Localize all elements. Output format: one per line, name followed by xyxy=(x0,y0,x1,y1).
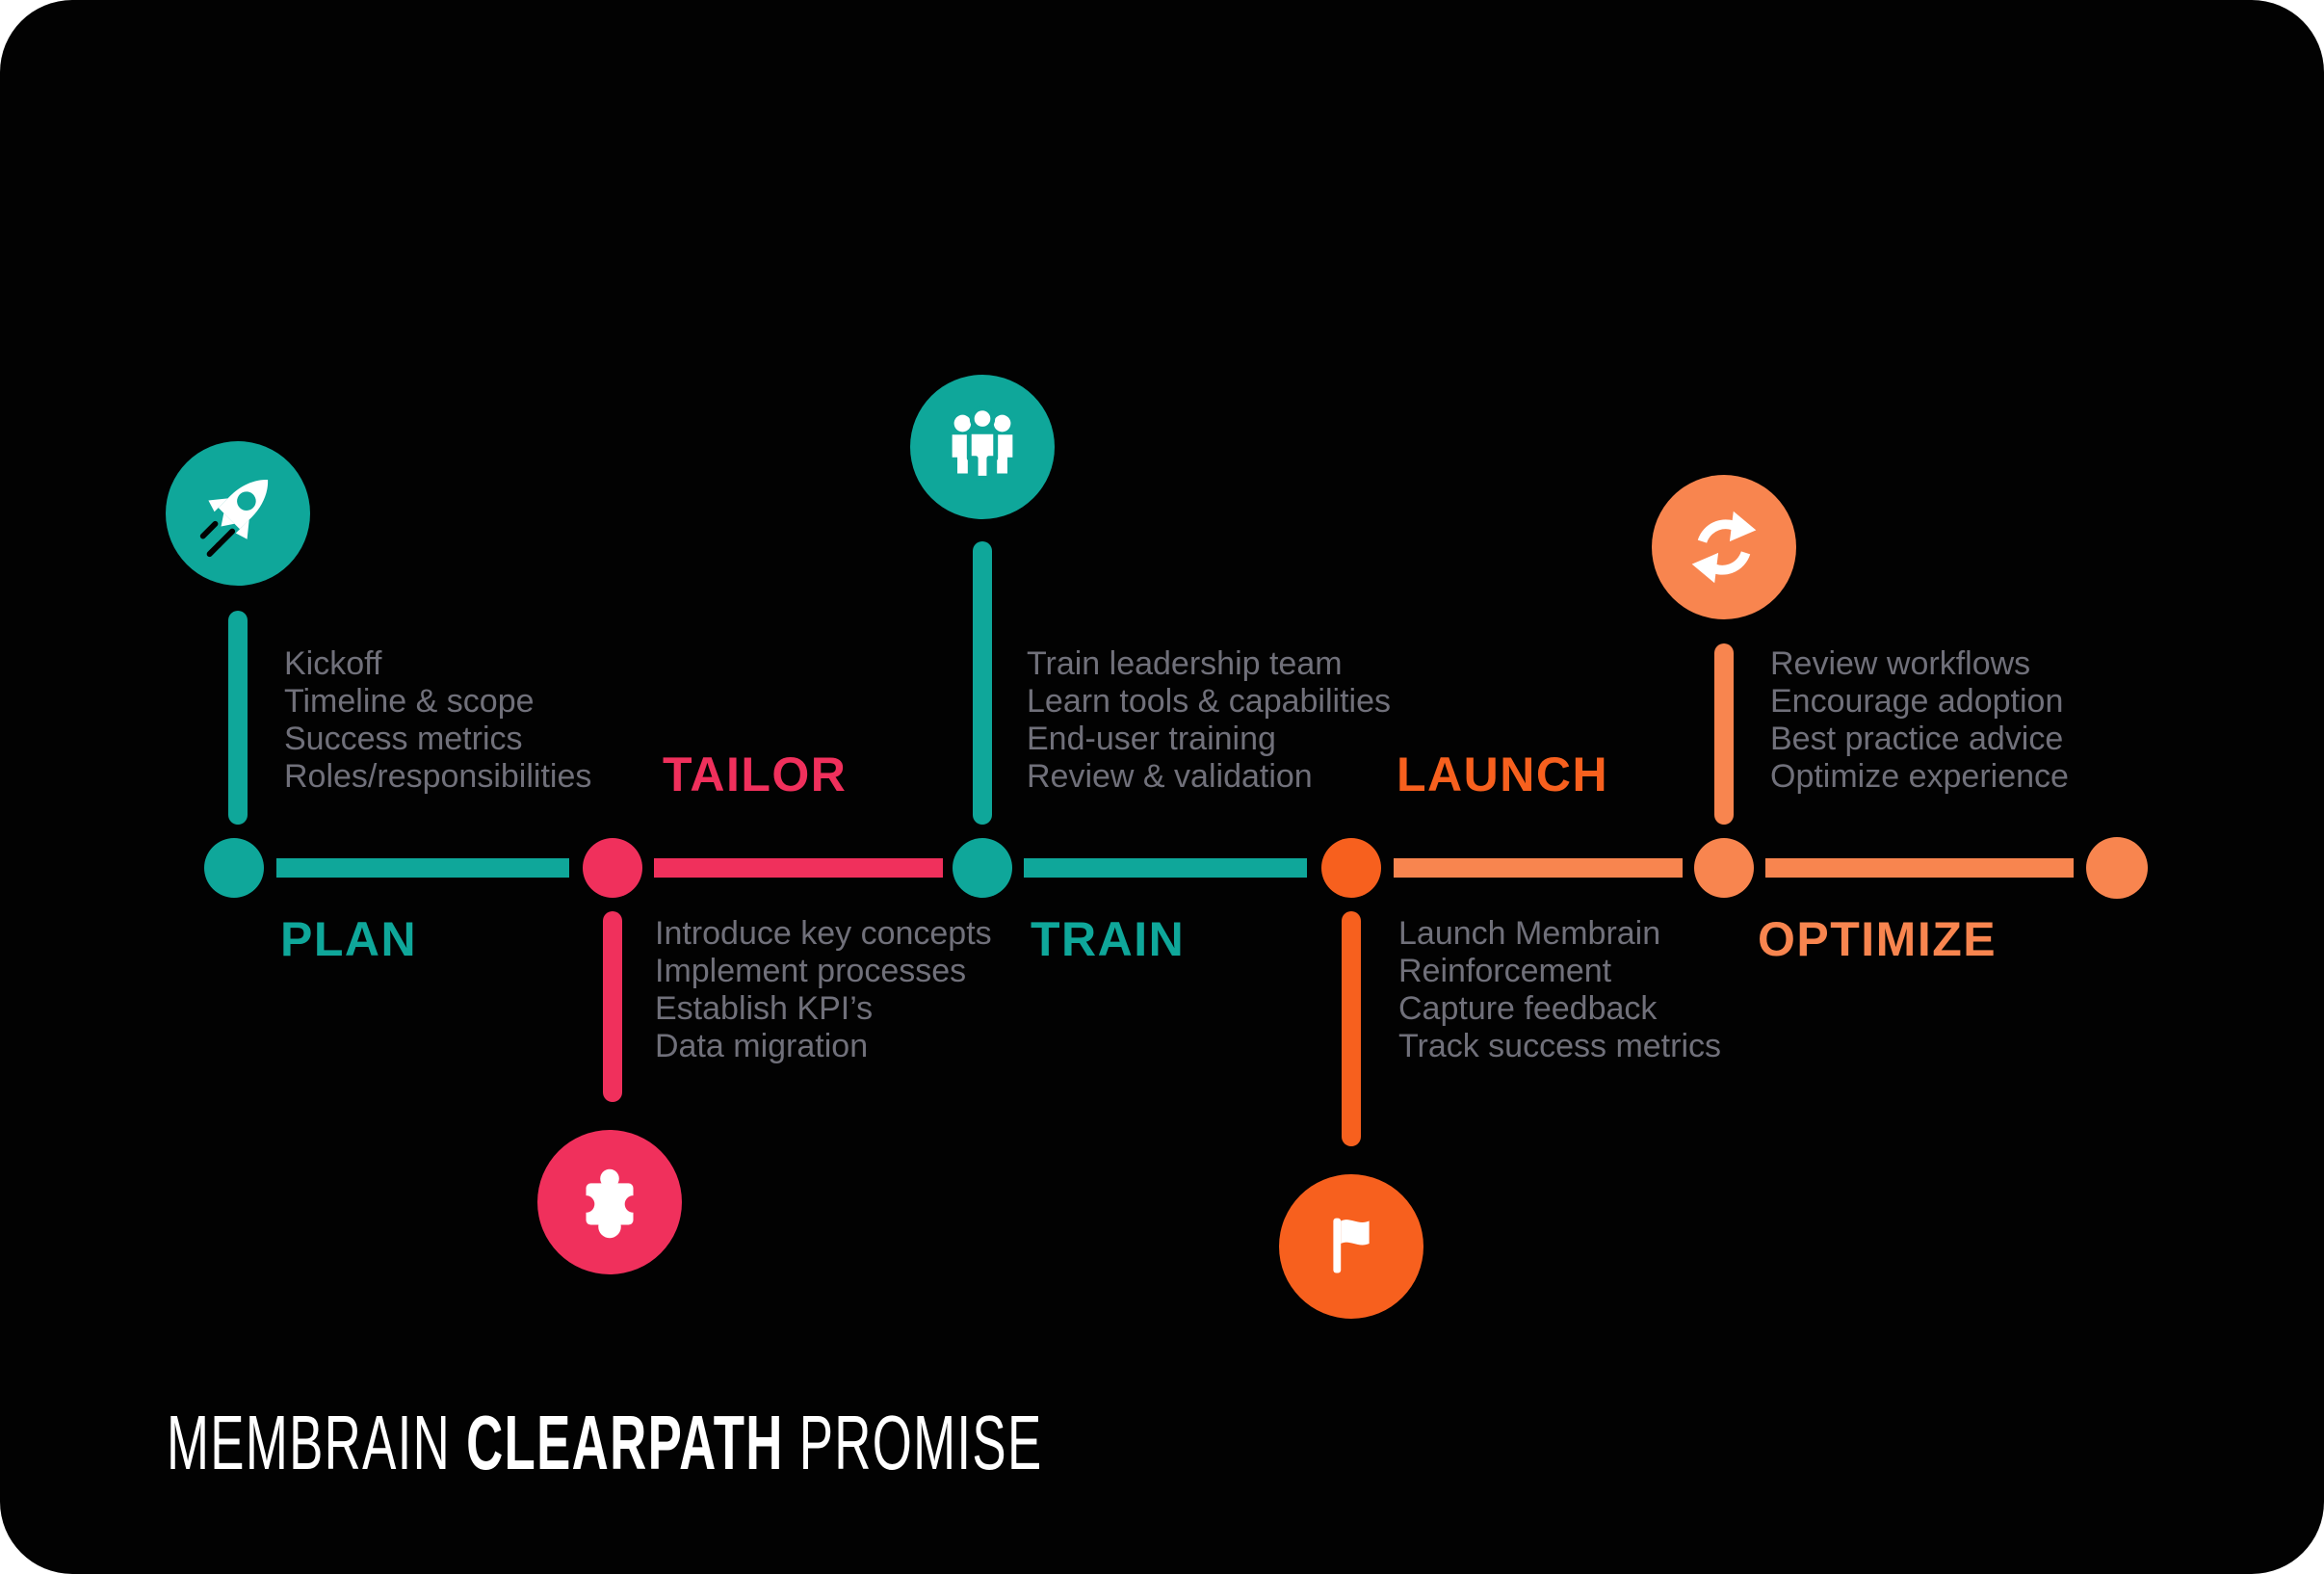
segment-plan-tailor xyxy=(276,858,569,878)
plan-node xyxy=(204,838,264,898)
segment-optimize-end xyxy=(1765,858,2074,878)
list-item: Establish KPI’s xyxy=(655,990,874,1027)
segment-tailor-train xyxy=(654,858,943,878)
flag-icon xyxy=(1279,1174,1423,1319)
list-item: Roles/responsibilities xyxy=(284,758,592,795)
launch-stem xyxy=(1342,911,1361,1146)
list-item: Data migration xyxy=(655,1028,869,1064)
train-stem xyxy=(973,541,992,825)
list-item: Reinforcement xyxy=(1398,953,1612,989)
list-item: Train leadership team xyxy=(1027,645,1343,682)
list-item: Best practice advice xyxy=(1770,721,2064,757)
list-item: Review & validation xyxy=(1027,758,1313,795)
train-items: Train leadership team Learn tools & capa… xyxy=(1027,645,1391,796)
list-item: End-user training xyxy=(1027,721,1276,757)
segment-launch-optimize xyxy=(1394,858,1683,878)
plan-items: Kickoff Timeline & scope Success metrics… xyxy=(284,645,591,796)
optimize-node xyxy=(1694,838,1754,898)
list-item: Optimize experience xyxy=(1770,758,2069,795)
tailor-node xyxy=(583,838,642,898)
list-item: Encourage adoption xyxy=(1770,683,2064,720)
plan-stem xyxy=(228,611,248,825)
refresh-icon xyxy=(1652,475,1796,619)
puzzle-icon xyxy=(537,1130,682,1274)
list-item: Kickoff xyxy=(284,645,382,682)
train-label: TRAIN xyxy=(1031,912,1186,966)
list-item: Success metrics xyxy=(284,721,523,757)
list-item: Track success metrics xyxy=(1398,1028,1722,1064)
list-item: Learn tools & capabilities xyxy=(1027,683,1392,720)
list-item: Introduce key concepts xyxy=(655,915,992,952)
tailor-items: Introduce key concepts Implement process… xyxy=(655,915,992,1065)
end-node xyxy=(2086,837,2148,899)
title-emphasis: CLEARPATH xyxy=(466,1400,784,1485)
people-icon xyxy=(910,375,1055,519)
launch-items: Launch Membrain Reinforcement Capture fe… xyxy=(1398,915,1721,1065)
list-item: Timeline & scope xyxy=(284,683,535,720)
plan-label: PLAN xyxy=(280,912,418,966)
list-item: Capture feedback xyxy=(1398,990,1658,1027)
tailor-label: TAILOR xyxy=(663,748,848,801)
title-suffix: PROMISE xyxy=(798,1400,1043,1485)
segment-train-launch xyxy=(1024,858,1307,878)
optimize-label: OPTIMIZE xyxy=(1758,912,1998,966)
train-node xyxy=(953,838,1012,898)
footer-title: MEMBRAIN CLEARPATH PROMISE xyxy=(167,1399,1042,1487)
list-item: Implement processes xyxy=(655,953,967,989)
title-prefix: MEMBRAIN xyxy=(167,1400,452,1485)
list-item: Launch Membrain xyxy=(1398,915,1661,952)
optimize-items: Review workflows Encourage adoption Best… xyxy=(1770,645,2069,796)
launch-label: LAUNCH xyxy=(1397,748,1609,801)
list-item: Review workflows xyxy=(1770,645,2031,682)
tailor-stem xyxy=(603,911,622,1102)
rocket-icon xyxy=(166,441,310,586)
optimize-stem xyxy=(1714,643,1734,825)
launch-node xyxy=(1321,838,1381,898)
